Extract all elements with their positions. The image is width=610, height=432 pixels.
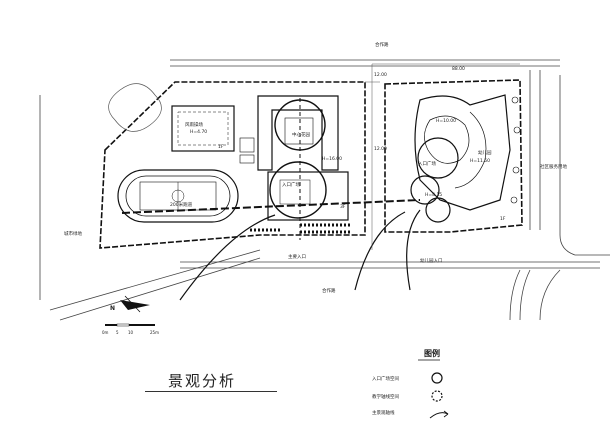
scale-tick-0: 0m: [102, 330, 109, 335]
scale-tick-1: 5: [116, 330, 119, 335]
scale-bar: 0m 5 10 25m: [102, 323, 159, 335]
label-garden: 中心花园: [292, 131, 310, 138]
label-dim-c: H=8.15: [425, 192, 442, 198]
title-underline: [145, 391, 277, 392]
drawing-title: 景观分析: [168, 372, 237, 390]
label-side-right: 社区服务用地: [540, 163, 567, 170]
sight-lines: [179, 209, 421, 301]
main-axis: [121, 98, 421, 240]
plan-labels: 合作路 合作路 主要入口 幼儿园入口 200米跑道 风雨操场 幼儿园 入口广场 …: [64, 41, 567, 294]
label-dim-a: H=16.00: [322, 156, 342, 162]
label-dim-d: H=4.70: [190, 129, 207, 135]
right-site: [384, 79, 523, 233]
label-dim-left: 12.00: [374, 72, 387, 78]
north-label: N: [110, 305, 115, 312]
legend-item-teaching: 教学轴线空间: [372, 393, 399, 400]
label-floor-2: 1F: [218, 144, 224, 150]
label-road-top: 合作路: [375, 41, 389, 48]
label-side-left: 城市绿地: [64, 230, 82, 237]
label-floor-3: 1F: [500, 216, 506, 222]
legend: 图例 入口广场空间 教学轴线空间 主景观轴线: [372, 348, 449, 419]
scale-tick-3: 25m: [150, 330, 159, 335]
scale-tick-2: 10: [128, 330, 134, 335]
label-dim-mid: 12.00: [374, 146, 387, 152]
legend-dashed-circle-icon: [431, 390, 443, 402]
label-dim-e: H=10.00: [436, 118, 456, 124]
label-dim-b: H=11.50: [470, 158, 490, 164]
legend-item-axis: 主景观轴线: [372, 409, 395, 416]
roads: [39, 59, 610, 321]
label-plaza-left: 入口广场: [282, 181, 300, 188]
label-floor-1: 3F: [340, 204, 346, 210]
legend-arrow-icon: [443, 410, 449, 418]
left-site: [99, 81, 366, 249]
label-track: 200米跑道: [170, 201, 193, 208]
label-road-bottom: 合作路: [322, 287, 336, 294]
label-kindergarten: 幼儿园: [478, 149, 492, 156]
label-entrance-secondary: 幼儿园入口: [420, 257, 443, 264]
legend-curve-icon: [429, 412, 449, 419]
legend-heading: 图例: [424, 348, 440, 358]
north-arrow: N: [110, 295, 150, 313]
label-dim-top: 88.00: [452, 66, 465, 72]
label-entrance-main: 主要入口: [288, 253, 306, 260]
legend-item-entrance: 入口广场空间: [372, 375, 399, 382]
label-sports-hall: 风雨操场: [185, 121, 203, 128]
label-plaza-right: 入口广场: [418, 160, 436, 167]
legend-circle-icon: [431, 372, 443, 384]
dimension-lines: [365, 63, 520, 250]
